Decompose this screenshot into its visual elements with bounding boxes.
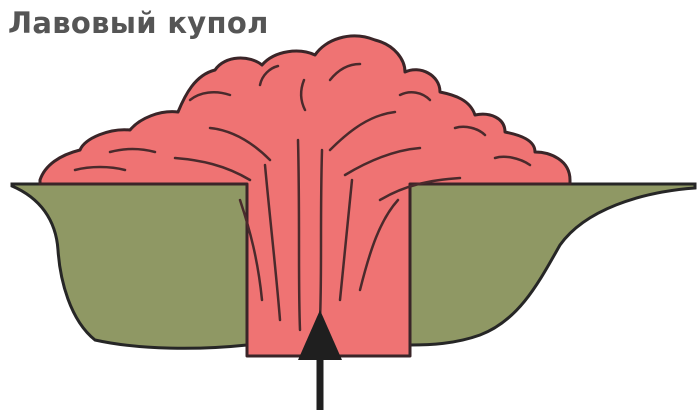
ground-left xyxy=(12,184,247,348)
ground-right xyxy=(410,184,695,345)
